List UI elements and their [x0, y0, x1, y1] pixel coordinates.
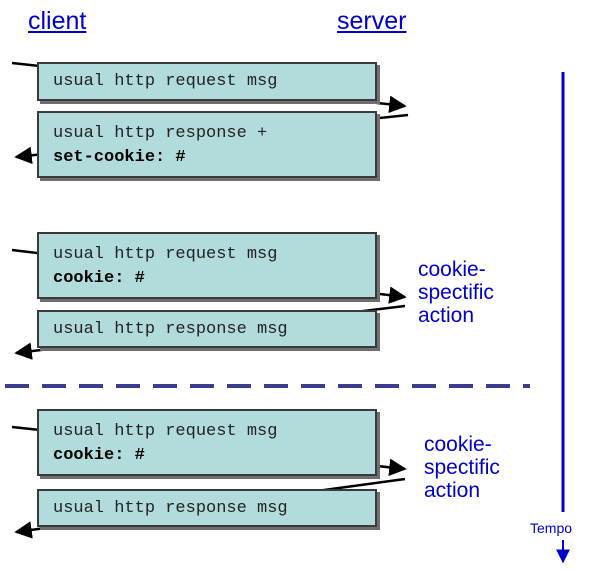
server-header: server	[337, 7, 407, 35]
response-message-box-1: usual http response + set-cookie: #	[37, 111, 377, 178]
request-line-3: usual http request msg	[53, 422, 278, 441]
note-line-3: action	[424, 479, 481, 502]
request-message-box-2: usual http request msg cookie: #	[37, 232, 377, 299]
response-line-2: usual http response msg	[53, 320, 288, 339]
request-line-1: usual http request msg	[53, 72, 278, 91]
note-line-1: cookie-	[418, 258, 486, 281]
timeline-label: Tempo	[530, 520, 573, 536]
response-message-box-2: usual http response msg	[37, 310, 377, 348]
response-message-box-3: usual http response msg	[37, 489, 377, 527]
note-line-3: action	[418, 304, 475, 327]
request-message-box-3: usual http request msg cookie: #	[37, 409, 377, 476]
note-line-1: cookie-	[424, 433, 492, 456]
request-line-2: usual http request msg	[53, 245, 278, 264]
client-header: client	[28, 7, 87, 35]
note-line-2: spectific	[424, 456, 500, 479]
set-cookie-header: set-cookie: #	[53, 148, 186, 167]
cookie-header-2: cookie: #	[53, 269, 145, 288]
response-line-1: usual http response +	[53, 124, 268, 143]
cookie-action-note-3: cookie- spectific action	[424, 433, 500, 502]
note-line-2: spectific	[418, 281, 494, 304]
cookie-header-3: cookie: #	[53, 446, 145, 465]
cookie-action-note-2: cookie- spectific action	[418, 258, 494, 327]
response-line-3: usual http response msg	[53, 499, 288, 518]
request-message-box-1: usual http request msg	[37, 62, 377, 101]
